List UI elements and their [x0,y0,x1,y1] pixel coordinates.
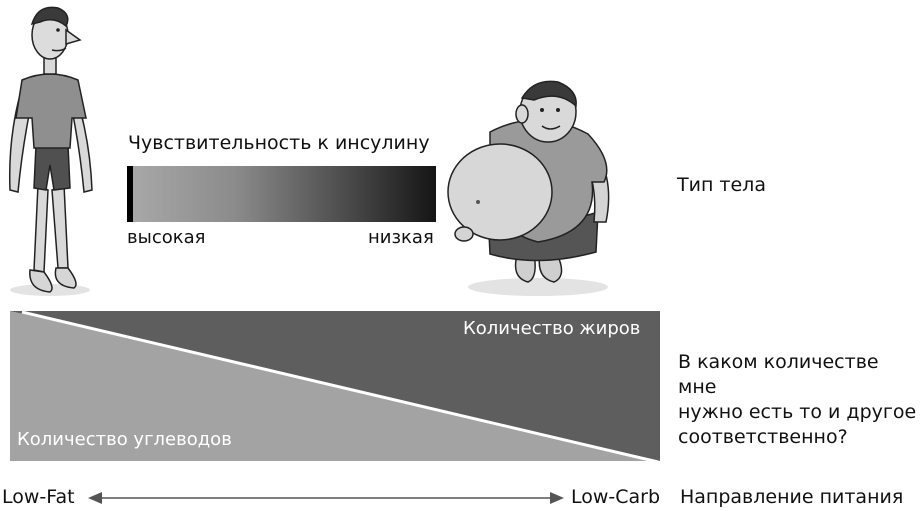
low-fat-label: Low-Fat [2,486,75,508]
diet-direction-label: Направление питания [680,486,904,508]
amount-question: В каком количестве мне нужно есть то и д… [678,351,917,448]
fat-amount-label: Количество жиров [463,318,641,339]
insulin-sensitivity-title: Чувствительность к инсулину [128,132,430,154]
body-type-label: Тип тела [677,174,766,196]
insulin-low-label: низкая [368,227,434,248]
gradient-bar-marker [127,166,133,222]
insulin-sensitivity-gradient-bar [127,166,436,222]
insulin-high-label: высокая [127,227,206,248]
carb-amount-label: Количество углеводов [17,429,232,450]
low-carb-label: Low-Carb [571,486,661,508]
thin-man-illustration [8,6,93,296]
triangle-divider [21,311,659,463]
macro-ratio-diagram [10,311,660,463]
double-headed-arrow-icon [88,492,564,504]
heavy-man-illustration [447,80,610,296]
